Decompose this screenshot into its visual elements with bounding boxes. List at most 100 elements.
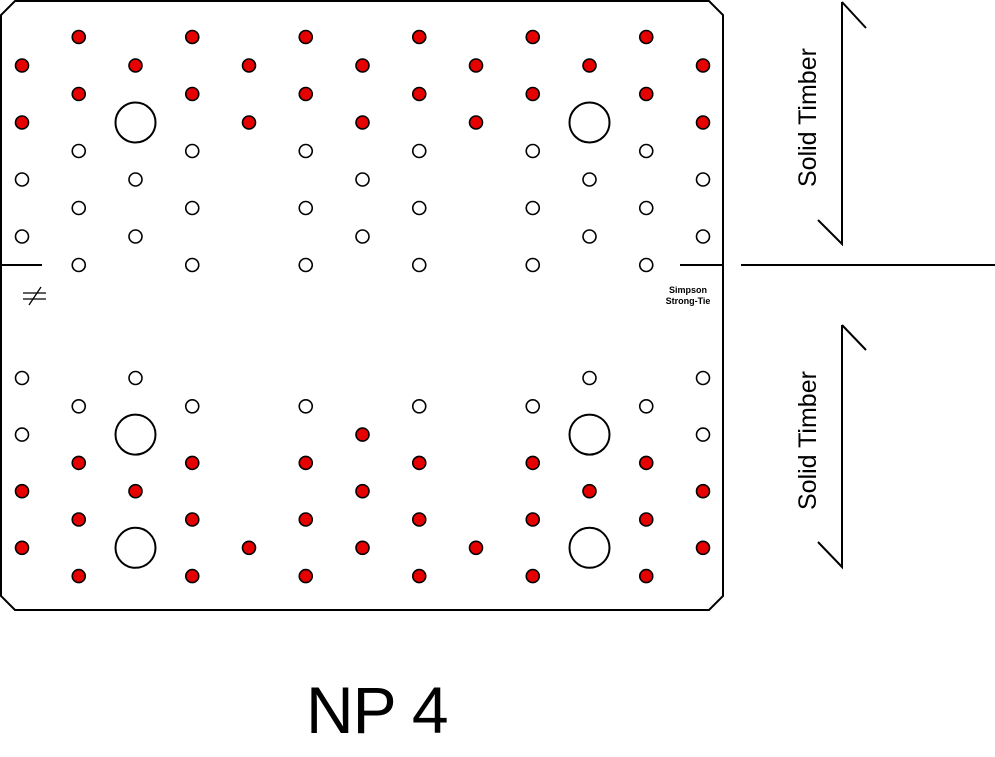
nailed-hole	[411, 568, 427, 584]
nailed-hole	[184, 568, 200, 584]
open-hole	[525, 398, 541, 414]
nailed-hole	[411, 512, 427, 527]
timber-break-bottom	[817, 324, 867, 570]
nailed-hole	[468, 58, 484, 73]
open-hole	[14, 172, 30, 187]
timber-break-top	[817, 1, 867, 247]
open-hole	[411, 200, 427, 216]
nailed-hole	[468, 540, 484, 556]
open-hole	[525, 257, 541, 273]
nailed-hole	[582, 58, 597, 73]
nail-plate-outline	[0, 0, 724, 611]
nailed-hole	[14, 540, 30, 556]
nailed-hole	[184, 86, 200, 102]
open-hole	[71, 398, 87, 414]
open-hole	[298, 398, 314, 414]
brand-mark: Simpson Strong-Tie	[655, 285, 721, 307]
open-hole	[582, 370, 597, 386]
open-hole	[71, 200, 87, 216]
nailed-hole	[525, 568, 541, 584]
nailed-hole	[638, 512, 654, 527]
nailed-hole	[298, 86, 314, 102]
open-hole	[128, 370, 143, 386]
nailed-hole	[468, 115, 484, 130]
brand-line-1: Simpson	[668, 285, 707, 295]
open-hole	[695, 427, 711, 442]
nailed-hole	[241, 115, 257, 130]
open-hole	[184, 200, 200, 216]
open-hole	[582, 229, 597, 244]
open-hole	[14, 229, 30, 244]
open-hole	[14, 370, 30, 386]
nailed-hole	[411, 29, 427, 45]
open-hole	[355, 229, 370, 244]
nailed-hole	[695, 483, 711, 499]
nailed-hole	[411, 455, 427, 471]
nailed-hole	[638, 29, 654, 45]
top-member-label: Solid Timber	[794, 48, 822, 187]
open-hole	[298, 143, 314, 159]
nailed-hole	[128, 58, 143, 73]
bolt-hole	[114, 526, 157, 569]
nailed-hole	[525, 512, 541, 527]
open-hole	[14, 427, 30, 442]
bolt-hole	[568, 526, 611, 569]
nailed-hole	[638, 86, 654, 102]
nailed-hole	[298, 512, 314, 527]
bolt-hole	[114, 101, 157, 144]
open-hole	[695, 229, 711, 244]
nailed-hole	[638, 455, 654, 471]
bolt-hole	[568, 101, 611, 144]
nailed-hole	[298, 29, 314, 45]
nailed-hole	[71, 568, 87, 584]
nailed-hole	[241, 540, 257, 556]
nailed-hole	[71, 455, 87, 471]
nailed-hole	[71, 512, 87, 527]
open-hole	[128, 172, 143, 187]
not-equal-symbol-icon	[23, 286, 46, 306]
nailed-hole	[241, 58, 257, 73]
brand-line-2: Strong-Tie	[665, 296, 711, 306]
open-hole	[184, 257, 200, 273]
nailed-hole	[695, 58, 711, 73]
open-hole	[695, 172, 711, 187]
open-hole	[184, 143, 200, 159]
open-hole	[355, 172, 370, 187]
open-hole	[71, 257, 87, 273]
open-hole	[411, 257, 427, 273]
nailed-hole	[355, 58, 370, 73]
nailed-hole	[525, 29, 541, 45]
nailed-hole	[184, 512, 200, 527]
open-hole	[411, 398, 427, 414]
open-hole	[298, 200, 314, 216]
nailed-hole	[184, 455, 200, 471]
nailed-hole	[298, 568, 314, 584]
open-hole	[411, 143, 427, 159]
plate-title: NP 4	[306, 673, 449, 747]
nailed-hole	[14, 483, 30, 499]
open-hole	[638, 398, 654, 414]
nailed-hole	[695, 115, 711, 130]
nailed-hole	[525, 455, 541, 471]
nailed-hole	[71, 29, 87, 45]
open-hole	[638, 257, 654, 273]
nailed-hole	[184, 29, 200, 45]
nailed-hole	[14, 115, 30, 130]
nail-holes	[14, 29, 711, 584]
nailed-hole	[298, 455, 314, 471]
nailed-hole	[355, 540, 370, 556]
nailed-hole	[14, 58, 30, 73]
nailed-hole	[638, 568, 654, 584]
open-hole	[525, 143, 541, 159]
nailed-hole	[525, 86, 541, 102]
open-hole	[184, 398, 200, 414]
nailed-hole	[355, 115, 370, 130]
open-hole	[71, 143, 87, 159]
bottom-member-label: Solid Timber	[794, 371, 822, 510]
open-hole	[298, 257, 314, 273]
open-hole	[582, 172, 597, 187]
nailed-hole	[582, 483, 597, 499]
nailed-hole	[71, 86, 87, 102]
nailed-hole	[355, 483, 370, 499]
